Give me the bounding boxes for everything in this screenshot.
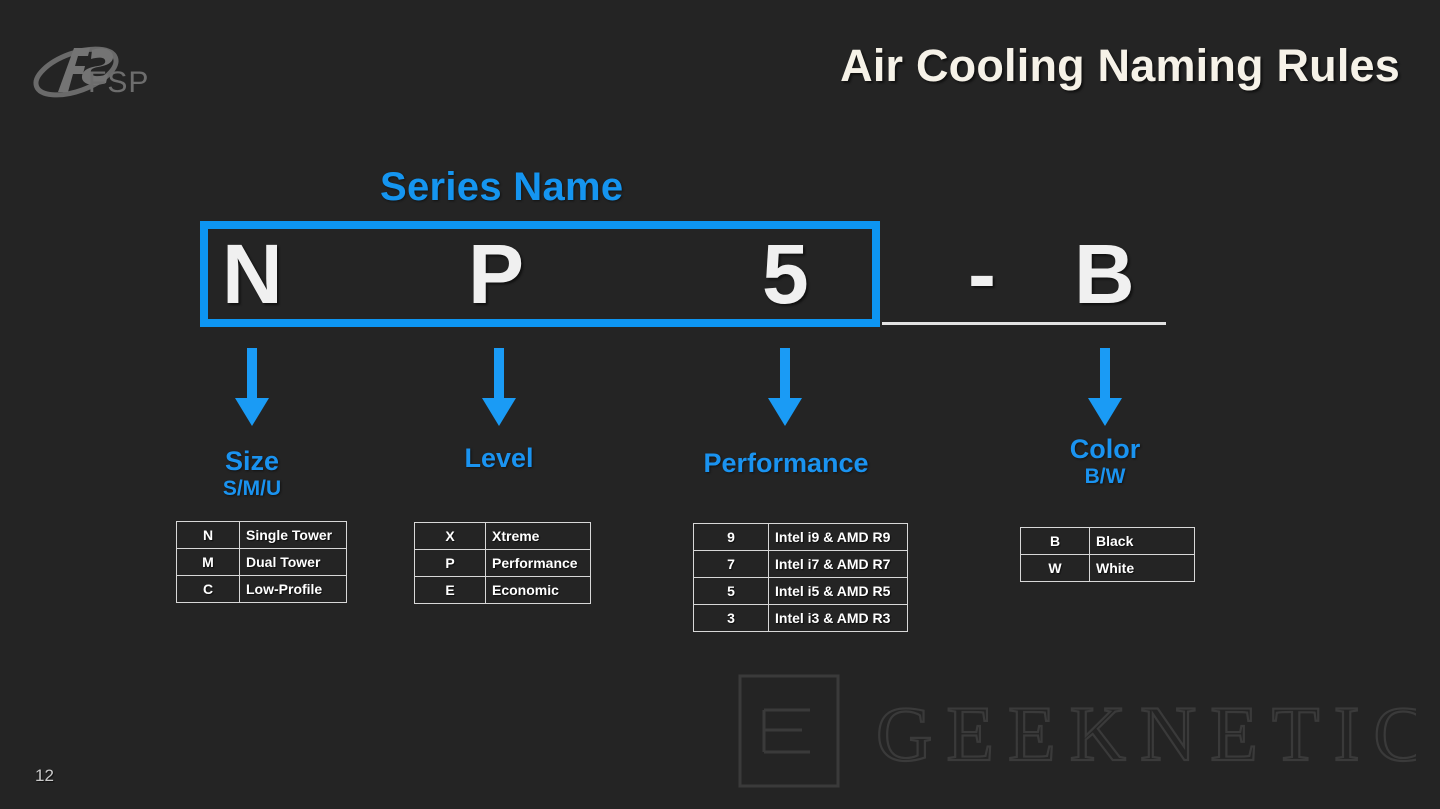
fsp-wordmark: FSP xyxy=(88,66,150,99)
table-row: C Low-Profile xyxy=(176,575,347,603)
table-cell-code: P xyxy=(414,549,486,577)
table-cell-desc: Low-Profile xyxy=(239,575,347,603)
svg-text:GEEKNETIC: GEEKNETIC xyxy=(876,690,1416,777)
section-title-color: Color xyxy=(1069,434,1141,464)
table-cell-desc: Black xyxy=(1089,527,1195,555)
table-cell-desc: Intel i5 & AMD R5 xyxy=(768,577,908,605)
table-cell-desc: Intel i3 & AMD R3 xyxy=(768,604,908,632)
table-cell-code: N xyxy=(176,521,240,549)
arrow-down-icon-level xyxy=(482,348,516,426)
section-title-level: Level xyxy=(464,443,534,473)
section-title-size: Size xyxy=(224,446,280,476)
code-char-size: N xyxy=(222,227,283,321)
table-cell-desc: Economic xyxy=(485,576,591,604)
color-underline xyxy=(882,322,1166,325)
table-cell-code: 5 xyxy=(693,577,769,605)
arrow-down-icon-performance xyxy=(768,348,802,426)
table-row: P Performance xyxy=(414,549,591,577)
table-row: M Dual Tower xyxy=(176,548,347,576)
series-name-highlight-box xyxy=(200,221,880,327)
section-sub-size: S/M/U xyxy=(222,477,282,500)
table-row: E Economic xyxy=(414,576,591,604)
table-cell-desc: White xyxy=(1089,554,1195,582)
legend-table-level: X Xtreme P Performance E Economic xyxy=(414,522,591,604)
table-cell-code: 3 xyxy=(693,604,769,632)
table-cell-desc: Xtreme xyxy=(485,522,591,550)
section-label-performance: Performance xyxy=(686,448,886,478)
table-row: 3 Intel i3 & AMD R3 xyxy=(693,604,908,632)
table-cell-code: C xyxy=(176,575,240,603)
code-char-separator: - xyxy=(968,227,996,321)
legend-table-color: B Black W White xyxy=(1020,527,1195,582)
table-cell-code: B xyxy=(1020,527,1090,555)
series-name-label: Series Name xyxy=(380,165,624,209)
code-char-color: B xyxy=(1074,227,1135,321)
table-row: B Black xyxy=(1020,527,1195,555)
table-cell-desc: Intel i9 & AMD R9 xyxy=(768,523,908,551)
arrow-down-icon-color xyxy=(1088,348,1122,426)
table-cell-code: 9 xyxy=(693,523,769,551)
legend-table-performance: 9 Intel i9 & AMD R9 7 Intel i7 & AMD R7 … xyxy=(693,523,908,632)
table-cell-code: X xyxy=(414,522,486,550)
section-title-performance: Performance xyxy=(703,448,869,478)
arrow-down-icon-size xyxy=(235,348,269,426)
table-row: 7 Intel i7 & AMD R7 xyxy=(693,550,908,578)
table-row: N Single Tower xyxy=(176,521,347,549)
code-char-level: P xyxy=(468,227,525,321)
section-label-level: Level xyxy=(399,443,599,473)
table-row: 5 Intel i5 & AMD R5 xyxy=(693,577,908,605)
table-cell-code: 7 xyxy=(693,550,769,578)
table-cell-desc: Dual Tower xyxy=(239,548,347,576)
table-row: 9 Intel i9 & AMD R9 xyxy=(693,523,908,551)
table-cell-desc: Single Tower xyxy=(239,521,347,549)
table-row: W White xyxy=(1020,554,1195,582)
table-cell-desc: Performance xyxy=(485,549,591,577)
table-cell-code: E xyxy=(414,576,486,604)
page-title: Air Cooling Naming Rules xyxy=(840,40,1400,91)
section-label-size: Size S/M/U xyxy=(152,446,352,502)
fsp-swoosh-logo-icon xyxy=(28,40,208,112)
legend-table-size: N Single Tower M Dual Tower C Low-Profil… xyxy=(176,521,347,603)
section-sub-color: B/W xyxy=(1084,465,1126,488)
table-cell-code: M xyxy=(176,548,240,576)
section-label-color: Color B/W xyxy=(1005,434,1205,490)
table-cell-code: W xyxy=(1020,554,1090,582)
table-cell-desc: Intel i7 & AMD R7 xyxy=(768,550,908,578)
geeknetic-watermark: GEEKNETIC xyxy=(736,672,1416,794)
page-number: 12 xyxy=(35,766,54,785)
table-row: X Xtreme xyxy=(414,522,591,550)
code-char-performance: 5 xyxy=(762,227,809,321)
